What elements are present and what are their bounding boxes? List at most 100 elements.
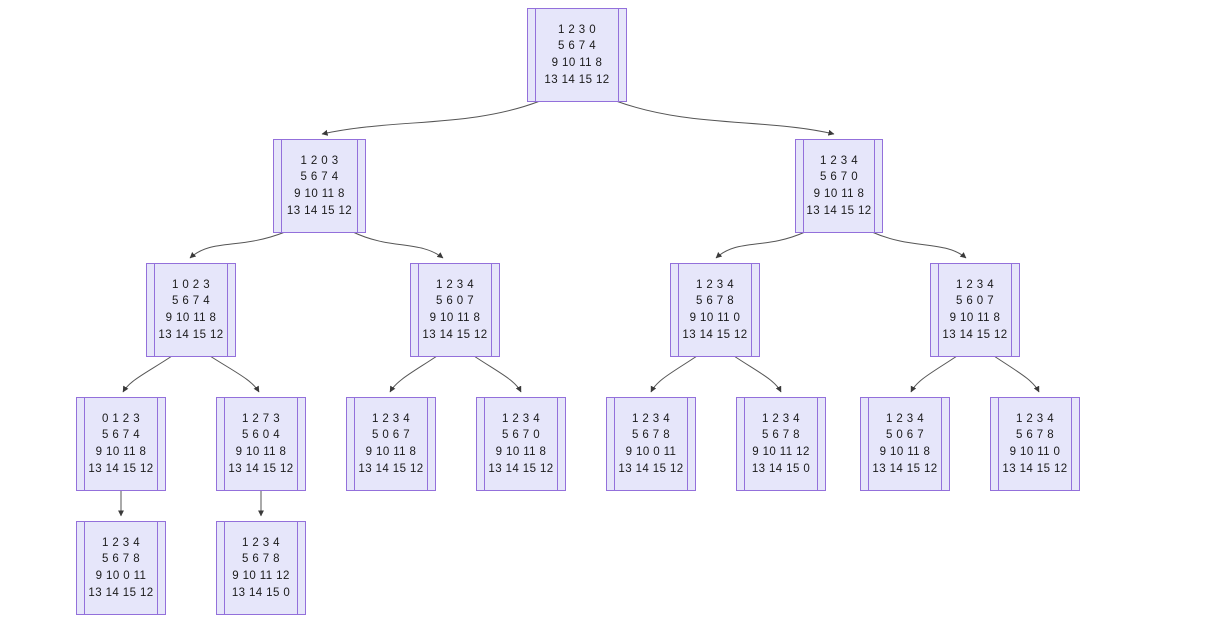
puzzle-grid: 1 2 3 4 5 6 7 8 9 10 0 11 13 14 15 12 [88,535,153,602]
puzzle-row: 5 6 7 8 [102,553,140,566]
puzzle-row: 9 10 11 0 [1009,446,1061,458]
puzzle-row: 1 2 3 4 [886,412,924,425]
tree-edge [209,355,260,393]
puzzle-row: 13 14 15 12 [88,586,154,599]
puzzle-row: 9 10 11 8 [551,57,603,69]
puzzle-row: 0 1 2 3 [102,412,140,425]
puzzle-row: 13 14 15 12 [358,462,424,475]
tree-edge [615,100,835,136]
puzzle-row: 9 10 11 8 [165,312,217,324]
puzzle-row: 1 2 3 4 [502,412,540,425]
tree-node[interactable]: 1 2 3 4 5 6 7 8 9 10 0 11 13 14 15 12 [76,521,166,615]
puzzle-row: 1 0 2 3 [172,278,210,291]
puzzle-row: 13 14 15 12 [942,328,1008,341]
tree-node[interactable]: 1 2 3 4 5 6 0 7 9 10 11 8 13 14 15 12 [930,263,1020,357]
puzzle-row: 5 6 0 4 [242,429,280,442]
tree-edge [189,231,286,259]
puzzle-row: 5 6 7 8 [762,429,800,442]
puzzle-row: 13 14 15 12 [488,462,554,475]
puzzle-row: 9 10 11 8 [365,446,417,458]
puzzle-row: 13 14 15 12 [618,462,684,475]
puzzle-row: 9 10 11 8 [879,446,931,458]
puzzle-row: 13 14 15 0 [751,462,811,475]
tree-edge [473,355,522,393]
puzzle-row: 1 2 3 4 [102,536,140,549]
puzzle-row: 13 14 15 0 [231,586,291,599]
puzzle-row: 9 10 11 12 [752,446,810,458]
tree-edge [993,355,1040,393]
tree-edge [650,355,698,393]
puzzle-row: 9 10 0 11 [625,446,677,458]
puzzle-row: 5 0 6 7 [372,429,410,442]
tree-edge [321,100,541,136]
puzzle-row: 13 14 15 12 [544,73,610,86]
puzzle-row: 13 14 15 12 [806,204,872,217]
puzzle-row: 5 6 0 7 [956,295,994,308]
tree-edge [352,231,444,259]
puzzle-row: 9 10 11 12 [232,570,290,582]
puzzle-row: 9 10 11 8 [813,188,865,200]
puzzle-row: 1 2 3 4 [242,536,280,549]
puzzle-row: 13 14 15 12 [88,462,154,475]
puzzle-row: 1 2 3 4 [696,278,734,291]
puzzle-row: 9 10 11 8 [235,446,287,458]
puzzle-row: 5 6 7 8 [242,553,280,566]
puzzle-row: 5 6 7 4 [300,171,339,184]
puzzle-row: 13 14 15 12 [228,462,294,475]
tree-node[interactable]: 1 2 3 0 5 6 7 4 9 10 11 8 13 14 15 12 [527,8,627,102]
puzzle-row: 5 6 7 4 [558,40,596,53]
puzzle-row: 1 2 0 3 [300,154,339,167]
puzzle-row: 1 2 3 4 [956,278,994,291]
puzzle-row: 5 6 7 8 [696,295,734,308]
tree-node[interactable]: 1 2 3 4 5 6 7 8 9 10 11 12 13 14 15 0 [216,521,306,615]
tree-node[interactable]: 1 2 3 4 5 6 7 0 9 10 11 8 13 14 15 12 [476,397,566,491]
puzzle-row: 13 14 15 12 [422,328,488,341]
puzzle-row: 9 10 11 8 [949,312,1001,324]
puzzle-row: 1 2 3 4 [1016,412,1054,425]
puzzle-row: 1 2 3 4 [820,154,858,167]
puzzle-grid: 1 2 3 4 5 6 7 0 9 10 11 8 13 14 15 12 [488,411,553,478]
puzzle-row: 13 14 15 12 [1002,462,1068,475]
tree-edge [733,355,782,393]
puzzle-row: 9 10 11 8 [294,188,345,200]
tree-edge [122,355,173,393]
puzzle-row: 5 6 7 4 [102,429,140,442]
puzzle-row: 9 10 0 11 [95,570,147,582]
puzzle-row: 9 10 11 8 [495,446,547,458]
tree-edge [715,231,806,259]
puzzle-row: 9 10 11 8 [429,312,481,324]
puzzle-grid: 1 2 3 0 5 6 7 4 9 10 11 8 13 14 15 12 [544,22,609,89]
puzzle-row: 5 6 7 8 [632,429,670,442]
puzzle-row: 5 6 0 7 [436,295,474,308]
puzzle-row: 5 6 7 0 [502,429,540,442]
puzzle-row: 1 2 3 0 [558,23,596,36]
puzzle-row: 5 0 6 7 [886,429,924,442]
puzzle-grid: 1 2 3 4 5 6 0 7 9 10 11 8 13 14 15 12 [942,277,1007,344]
puzzle-row: 5 6 7 4 [172,295,210,308]
puzzle-row: 9 10 11 0 [689,312,741,324]
